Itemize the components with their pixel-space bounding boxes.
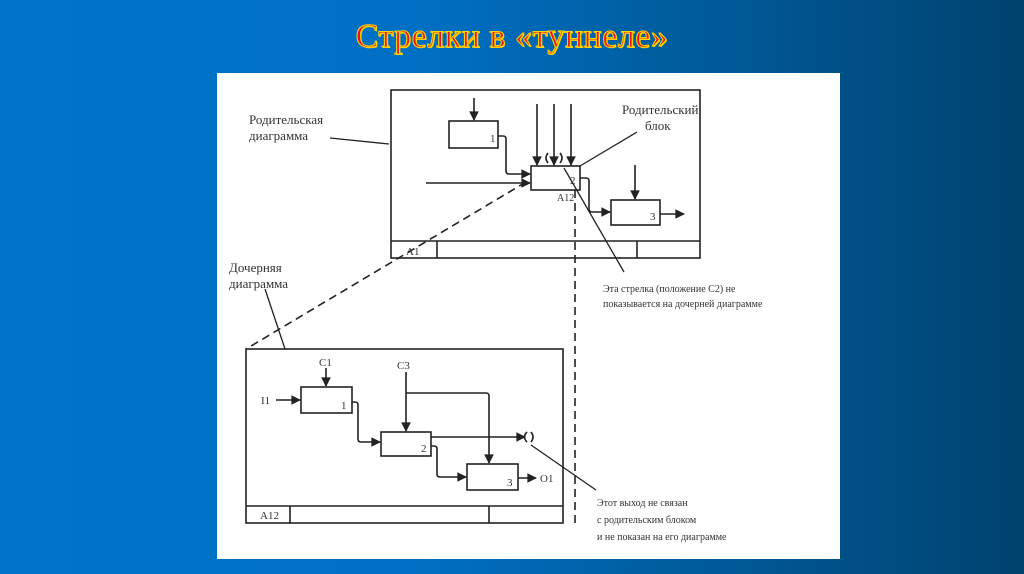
parent-frame	[390, 89, 701, 259]
out-note-line-1: Этот выход не связан	[597, 498, 688, 509]
child-diagram-label-2: диаграмма	[229, 276, 288, 291]
child-block-2-number: 2	[421, 443, 427, 455]
child-link-1-2	[352, 401, 381, 447]
parent-block-node-label: A12	[557, 193, 574, 204]
child-c3-label: C3	[397, 360, 410, 372]
parent-link-1-2	[498, 135, 531, 179]
child-link-2-3	[431, 445, 467, 482]
parent-block-leader	[579, 131, 638, 167]
parent-block-2-number: 2	[570, 175, 576, 187]
zoom-dash-left	[245, 181, 527, 350]
parent-block-label-2: блок	[645, 118, 671, 133]
parent-link-2-3	[580, 177, 611, 217]
child-block-1	[300, 386, 353, 414]
parent-label-leader	[329, 137, 390, 145]
child-i1-label: I1	[261, 395, 270, 407]
child-node-label: A12	[260, 510, 279, 522]
child-block-2	[380, 431, 432, 457]
child-frame	[245, 348, 564, 524]
tunnel-bracket	[545, 152, 563, 164]
tunnel-symbol	[523, 431, 534, 443]
parent-diagram-label-1: Родительская	[249, 112, 323, 127]
child-o1-label: O1	[540, 473, 553, 485]
child-c1-label: C1	[319, 357, 332, 369]
child-block-1-number: 1	[341, 400, 347, 412]
out-note-line-3: и не показан на его диаграмме	[597, 532, 727, 543]
parent-diagram-label-2: диаграмма	[249, 128, 308, 143]
slide-title: Стрелки в «туннеле»	[355, 18, 669, 56]
parent-block-3-number: 3	[650, 211, 656, 223]
out-note-line-2: с родительским блоком	[597, 515, 697, 526]
child-diagram-label-1: Дочерняя	[229, 260, 282, 275]
child-label-leader	[264, 288, 286, 350]
c2-note-line-1: Эта стрелка (положение C2) не	[603, 284, 736, 295]
parent-block-1-number: 1	[490, 133, 496, 145]
c2-note-leader	[563, 167, 625, 273]
c2-note-line-2: показывается на дочерней диаграмме	[603, 299, 763, 310]
child-block-3-number: 3	[507, 477, 513, 489]
out-note-leader	[530, 444, 597, 491]
parent-node-label: A1	[406, 246, 419, 258]
parent-block-1	[448, 120, 499, 149]
child-c3-branch	[406, 392, 494, 464]
child-block-3	[466, 463, 519, 491]
parent-block-label-1: Родительский	[622, 102, 699, 117]
parent-block-3	[610, 199, 661, 226]
